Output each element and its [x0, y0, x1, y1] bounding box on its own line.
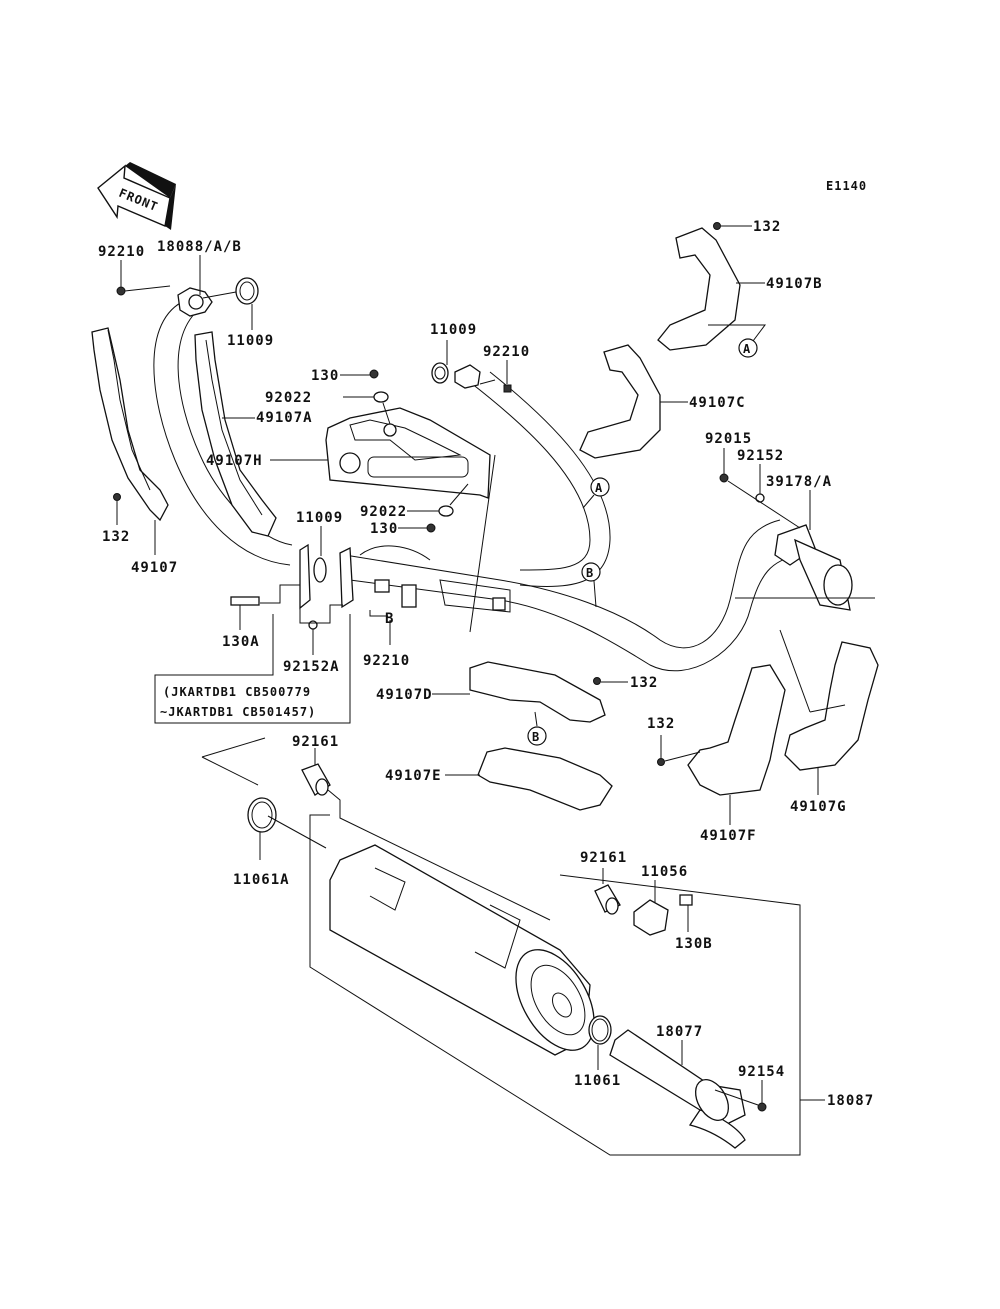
heat-guard-49107D — [469, 661, 606, 723]
label-132-d: 132 — [630, 675, 658, 691]
label-49107F: 49107F — [700, 828, 757, 844]
label-49107A: 49107A — [256, 410, 313, 426]
label-49107D: 49107D — [376, 687, 433, 703]
label-130B: 130B — [675, 936, 713, 952]
connector-39178 — [774, 524, 853, 611]
heat-guard-49107E — [477, 747, 613, 811]
serial-note-line1: (JKARTDB1 CB500779 — [163, 685, 311, 699]
gasket-11061 — [588, 1015, 612, 1045]
label-92210-low: 92210 — [363, 653, 410, 669]
label-49107G: 49107G — [790, 799, 847, 815]
label-49107: 49107 — [131, 560, 178, 576]
label-130-bot: 130 — [370, 521, 398, 537]
front-arrow-icon: FRONT — [97, 162, 176, 230]
label-132-left: 132 — [102, 529, 130, 545]
heat-guard-49107 — [91, 327, 169, 522]
gasket-11009-flange — [313, 557, 327, 583]
label-39178: 39178/A — [766, 474, 832, 490]
label-92210-mid: 92210 — [483, 344, 530, 360]
callout-b-marker — [581, 562, 601, 582]
label-130A: 130A — [222, 634, 260, 650]
bolt-130A — [230, 596, 260, 606]
serial-note-line2: ~JKARTDB1 CB501457) — [160, 705, 316, 719]
heat-guard-49107B — [657, 227, 741, 351]
collector-pipe — [299, 519, 801, 672]
label-92210-top: 92210 — [98, 244, 145, 260]
muffler-body — [329, 844, 595, 1056]
heat-guard-49107C — [579, 344, 661, 459]
diagram-code: E1140 — [826, 179, 867, 193]
label-11061A: 11061A — [233, 872, 290, 888]
label-92161-right: 92161 — [580, 850, 627, 866]
callout-a-label-top: A — [743, 342, 751, 356]
label-92022-bot: 92022 — [360, 504, 407, 520]
label-11009-top: 11009 — [227, 333, 274, 349]
header-pipe-left — [153, 287, 293, 566]
label-11061: 11061 — [574, 1073, 621, 1089]
label-49107H: 49107H — [206, 453, 263, 469]
label-92152A: 92152A — [283, 659, 340, 675]
clamp-11056 — [633, 899, 669, 936]
callout-b-label-guard: B — [532, 730, 540, 744]
header-pipe-middle — [431, 362, 611, 588]
nut-icon — [116, 286, 126, 296]
callout-a-label: A — [595, 481, 603, 495]
label-18087: 18087 — [827, 1093, 874, 1109]
callout-a-marker — [590, 477, 610, 497]
callout-a-marker-top — [738, 338, 758, 358]
callout-b-marker-guard — [527, 726, 547, 746]
callout-b-label: B — [586, 566, 594, 580]
bolt-130B — [679, 894, 693, 906]
heat-guard-49107A — [194, 331, 277, 537]
spark-arrestor-18077 — [609, 1029, 746, 1149]
label-92161-left: 92161 — [292, 734, 339, 750]
label-18077: 18077 — [656, 1024, 703, 1040]
label-92152: 92152 — [737, 448, 784, 464]
label-11056: 11056 — [641, 864, 688, 880]
label-49107B: 49107B — [766, 276, 823, 292]
heat-guard-49107G — [784, 641, 879, 771]
label-49107C: 49107C — [689, 395, 746, 411]
label-130-top: 130 — [311, 368, 339, 384]
label-92015: 92015 — [705, 431, 752, 447]
label-92022-top: 92022 — [265, 390, 312, 406]
heat-guard-49107F — [687, 664, 786, 796]
label-11009-flange: 11009 — [296, 510, 343, 526]
label-18088: 18088/A/B — [157, 239, 242, 255]
label-11009-mid: 11009 — [430, 322, 477, 338]
callout-b-marker-small: B — [385, 611, 394, 627]
label-92154: 92154 — [738, 1064, 785, 1080]
label-49107E: 49107E — [385, 768, 442, 784]
gasket-icon — [235, 277, 259, 305]
label-132-top: 132 — [753, 219, 781, 235]
label-132-f: 132 — [647, 716, 675, 732]
